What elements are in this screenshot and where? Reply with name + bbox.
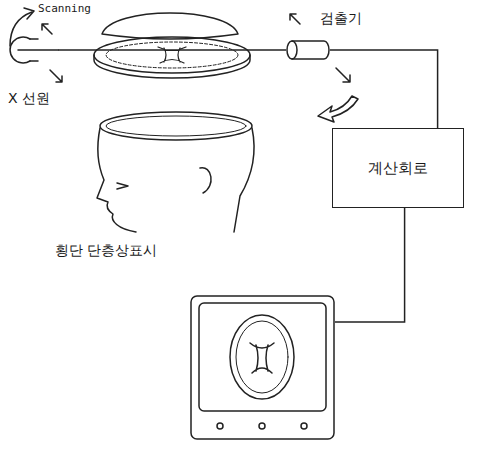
skull-cap	[102, 13, 238, 39]
brain-slice	[94, 37, 250, 73]
scanning-arrow-head	[24, 8, 34, 19]
box-label: 계산회로	[368, 159, 428, 177]
ear	[200, 168, 211, 193]
signal-wire	[335, 208, 405, 322]
source-symbol	[8, 30, 58, 70]
xray-beam	[58, 49, 286, 51]
head-opening-inner	[106, 116, 246, 136]
motion-arrow	[42, 24, 52, 34]
motion-arrow	[50, 70, 62, 82]
rotation-arrow	[318, 96, 358, 122]
compute-circuit-box: 계산회로	[332, 128, 464, 208]
face-profile	[97, 128, 136, 232]
head-opening	[100, 112, 252, 140]
head-back	[234, 128, 254, 232]
motion-arrow	[336, 68, 350, 82]
scan-label: Scanning	[38, 2, 91, 15]
xray-source: X 선원	[4, 28, 66, 118]
part-label: 검출기	[320, 10, 362, 27]
part-label: X 선원	[8, 90, 50, 107]
motion-arrow	[290, 14, 300, 24]
part-label: 횡단 단층상표시	[55, 242, 157, 259]
display-monitor: 횡단 단층상표시	[55, 238, 340, 443]
detector-symbol	[286, 38, 330, 62]
monitor-symbol	[190, 295, 335, 440]
signal-wire	[330, 50, 438, 128]
slice-edge	[94, 55, 250, 78]
eye	[117, 183, 128, 189]
detector: 검출기	[286, 10, 378, 64]
brain-outline	[106, 42, 238, 68]
